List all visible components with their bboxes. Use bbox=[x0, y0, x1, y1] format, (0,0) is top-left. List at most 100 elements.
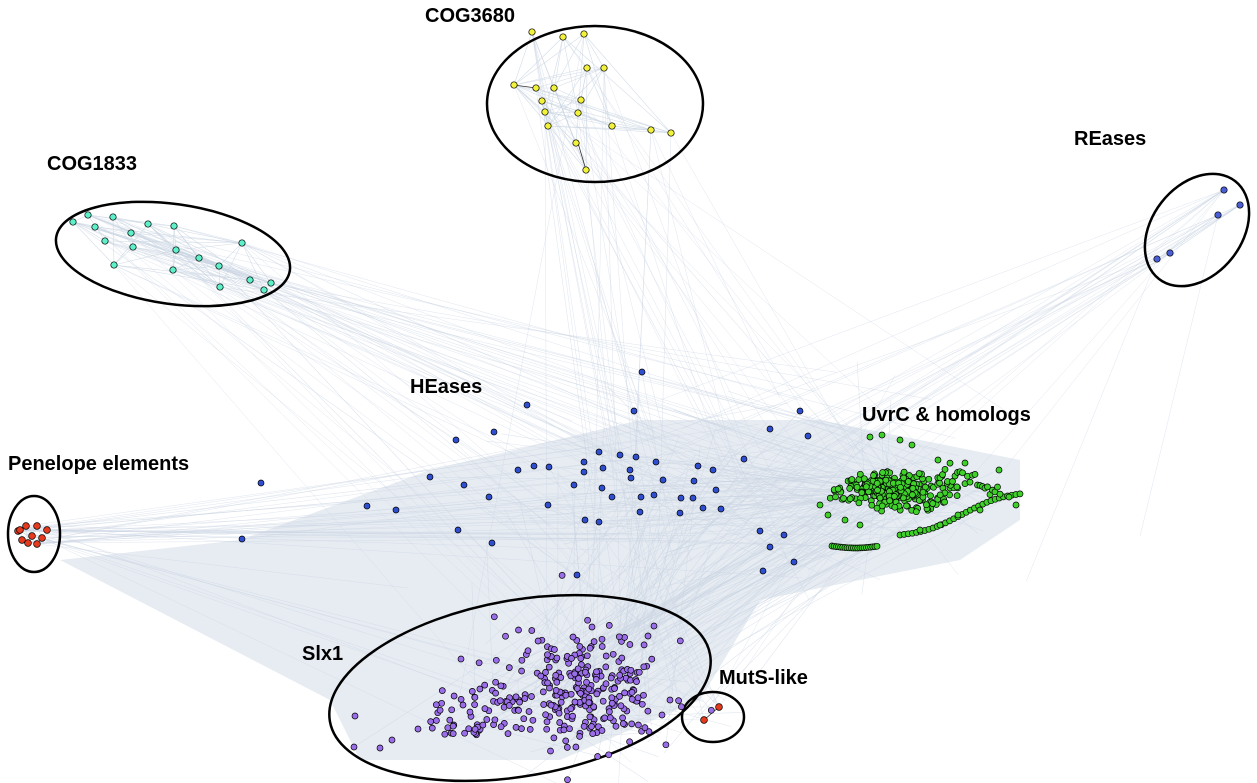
node-uvrc bbox=[900, 474, 907, 482]
node-slx1 bbox=[529, 716, 537, 724]
edge bbox=[684, 483, 868, 652]
edge bbox=[72, 221, 694, 498]
node-uvrc bbox=[866, 433, 874, 441]
edge bbox=[113, 264, 512, 724]
edge bbox=[112, 216, 251, 281]
node-slx1 bbox=[540, 701, 548, 708]
node-uvrc bbox=[856, 470, 864, 478]
edge bbox=[455, 442, 720, 708]
node-cog3680 bbox=[528, 28, 536, 36]
label-cog3680: COG3680 bbox=[425, 5, 515, 27]
node-heases bbox=[632, 453, 640, 461]
node-slx1 bbox=[481, 705, 489, 712]
edge bbox=[549, 494, 911, 668]
node-slx1 bbox=[552, 672, 560, 679]
cluster-outline-layer bbox=[6, 24, 1251, 783]
edge bbox=[353, 472, 778, 748]
node-slx1 bbox=[475, 659, 483, 667]
edge bbox=[803, 421, 1008, 497]
node-slx1 bbox=[611, 685, 618, 692]
edge bbox=[72, 221, 106, 242]
node-cog1833 bbox=[215, 262, 223, 270]
node-slx1 bbox=[678, 703, 685, 711]
node-slx1 bbox=[543, 718, 551, 726]
node-slx1 bbox=[563, 744, 571, 751]
edge bbox=[580, 99, 678, 697]
node-heases bbox=[759, 567, 767, 575]
node-uvrc bbox=[995, 466, 1003, 474]
node-slx1 bbox=[605, 622, 613, 629]
node-slx1 bbox=[427, 718, 435, 725]
node-penelope bbox=[18, 536, 26, 544]
node-uvrc bbox=[984, 483, 991, 491]
node-cog3680 bbox=[510, 81, 518, 89]
edge bbox=[147, 223, 272, 284]
node-slx1 bbox=[573, 685, 581, 692]
edge bbox=[219, 242, 243, 288]
node-uvrc bbox=[934, 456, 942, 464]
edge bbox=[558, 473, 720, 708]
node-cog3680 bbox=[667, 129, 675, 137]
node-slx1 bbox=[584, 616, 591, 624]
node-uvrc bbox=[862, 483, 870, 491]
node-slx1 bbox=[552, 687, 560, 694]
node-slx1 bbox=[428, 724, 436, 732]
node-uvrc bbox=[953, 483, 961, 491]
edge bbox=[513, 31, 533, 86]
node-slx1 bbox=[666, 696, 674, 704]
edge bbox=[241, 242, 495, 461]
cluster-outline-penelope bbox=[6, 494, 62, 574]
edge bbox=[31, 535, 670, 539]
edge bbox=[19, 433, 681, 531]
node-uvrc bbox=[912, 508, 920, 516]
node-cog3680 bbox=[572, 139, 580, 147]
edge bbox=[94, 226, 265, 291]
edge bbox=[172, 269, 221, 288]
node-cog1833 bbox=[127, 229, 135, 237]
node-slx1 bbox=[512, 693, 520, 701]
edge bbox=[562, 36, 579, 114]
edge bbox=[752, 252, 1171, 508]
node-uvrc bbox=[873, 480, 881, 487]
edge bbox=[555, 476, 669, 707]
node-slx1 bbox=[524, 647, 532, 655]
node-uvrc bbox=[841, 516, 849, 524]
node-slx1 bbox=[479, 721, 487, 729]
node-cog1833 bbox=[260, 286, 268, 294]
edge bbox=[175, 249, 221, 288]
edge bbox=[611, 125, 672, 134]
node-uvrc bbox=[832, 493, 839, 501]
node-slx1 bbox=[571, 698, 579, 706]
edge bbox=[523, 204, 1241, 625]
node-cog3680 bbox=[541, 108, 549, 116]
edge bbox=[547, 125, 730, 467]
node-heases bbox=[488, 539, 496, 547]
edge bbox=[46, 529, 889, 536]
edge bbox=[132, 246, 220, 267]
edge bbox=[241, 242, 272, 284]
node-slx1 bbox=[534, 637, 542, 645]
label-heases: HEases bbox=[410, 376, 482, 398]
node-heases bbox=[677, 494, 685, 502]
edge bbox=[113, 264, 652, 510]
node-slx1 bbox=[450, 692, 458, 700]
node-slx1 bbox=[608, 694, 616, 702]
edge bbox=[531, 31, 647, 564]
node-cog3680 bbox=[582, 166, 590, 174]
node-slx1 bbox=[707, 706, 715, 714]
edge bbox=[774, 252, 1171, 545]
edge bbox=[535, 87, 672, 134]
node-heases bbox=[804, 432, 812, 440]
edge bbox=[113, 264, 600, 663]
edge bbox=[547, 125, 680, 540]
edge bbox=[27, 537, 660, 544]
node-uvrc bbox=[941, 498, 948, 506]
node-slx1 bbox=[572, 743, 580, 751]
node-slx1 bbox=[675, 697, 682, 704]
node-uvrc bbox=[824, 511, 832, 519]
node-uvrc bbox=[900, 468, 908, 476]
node-heases bbox=[712, 486, 720, 494]
edge bbox=[36, 525, 795, 545]
node-uvrc bbox=[916, 526, 924, 534]
node-heases bbox=[638, 368, 646, 376]
